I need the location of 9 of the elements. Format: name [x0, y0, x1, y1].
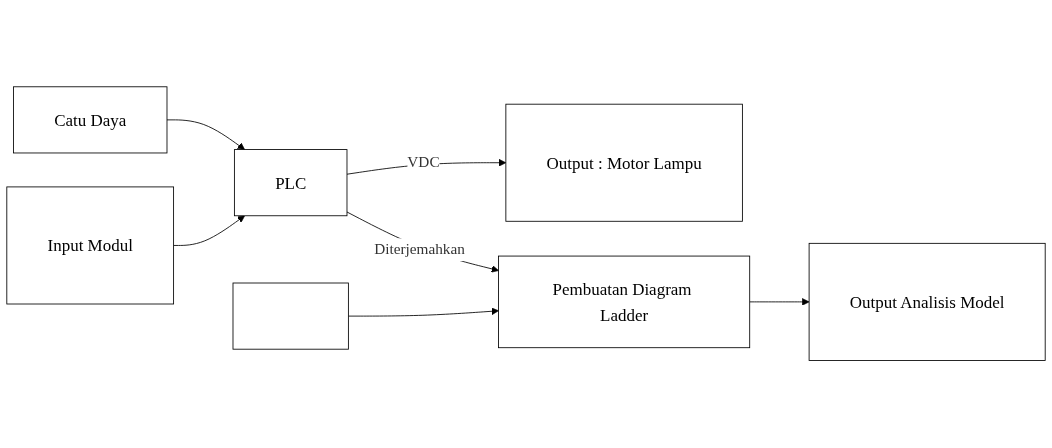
- edge-label: Diterjemahkan: [374, 241, 465, 259]
- node-box: Catu Daya: [13, 86, 168, 154]
- node-box: Output Analisis Model: [808, 243, 1046, 362]
- node-box: Pembuatan Diagram Ladder: [498, 256, 751, 349]
- node-box: [232, 282, 349, 350]
- node-box: Output : Motor Lampu: [505, 104, 743, 223]
- node-box: Input Modul: [6, 186, 175, 305]
- edge-label: VDC: [407, 154, 440, 172]
- node-box: PLC: [233, 149, 348, 217]
